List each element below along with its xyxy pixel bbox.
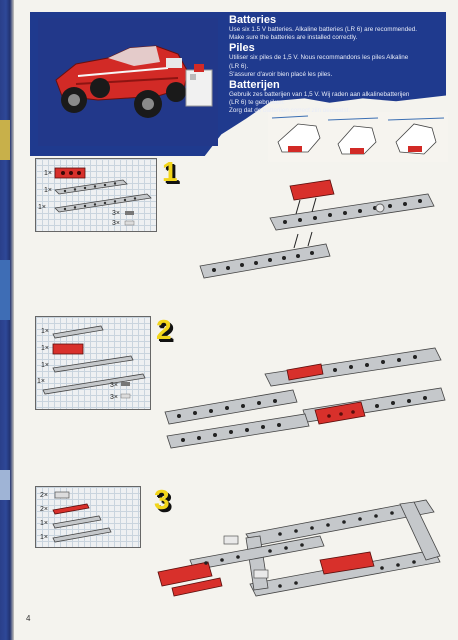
step-2-parts (42, 325, 146, 399)
spine-band (0, 120, 10, 160)
part-quantity: 1× (44, 187, 52, 194)
step-1-parts (54, 167, 152, 226)
section-line: (LR 6). (229, 62, 249, 70)
part-quantity: 2× (40, 506, 48, 513)
red-car-icon (38, 18, 218, 146)
pin-icon (124, 220, 135, 226)
battery-insertion-illustration (268, 112, 448, 162)
section-line: S'assurer d'avoir bien placé les piles. (229, 70, 333, 78)
section-line: Utiliser six piles de 1,5 V. Nous recomm… (229, 54, 409, 62)
step-3-parts-box (35, 486, 141, 548)
red-brick-icon (52, 343, 84, 355)
part-quantity: 1× (41, 328, 49, 335)
red-brick-icon (54, 167, 86, 179)
part-quantity: 3× (110, 394, 118, 401)
step-2-assembly (164, 347, 446, 449)
plate-icon (54, 491, 70, 499)
pin-icon (120, 393, 131, 399)
red-brick-icon (157, 551, 375, 597)
step-number: 1 (162, 156, 178, 187)
part-quantity: 3× (110, 382, 118, 389)
part-quantity: 1× (44, 170, 52, 177)
part-quantity: 1× (41, 345, 49, 352)
part-quantity: 1× (40, 520, 48, 527)
section-heading: Piles (229, 42, 255, 55)
battery-instructions: Batteries Use six 1.5 V batteries. Alkal… (229, 14, 444, 116)
part-quantity: 1× (37, 378, 45, 385)
section-heading: Batterijen (229, 79, 280, 92)
section-line: (LR 6) te gebruiken. (229, 99, 285, 107)
page-number: 4 (26, 614, 31, 623)
step-number: 3 (154, 484, 170, 515)
part-quantity: 3× (112, 210, 120, 217)
step-3-parts (52, 491, 112, 543)
pin-icon (125, 211, 134, 215)
pin-icon (121, 382, 130, 386)
model-car-photo (38, 18, 218, 146)
section-heading: Batteries (229, 14, 277, 26)
section-line: Use six 1.5 V batteries. Alkaline batter… (229, 26, 417, 33)
section-line: Gebruik zes batterijen van 1,5 V. Wij ra… (229, 91, 410, 99)
plate-icon (223, 535, 239, 545)
part-quantity: 3× (112, 220, 120, 227)
red-brick-icon (289, 179, 335, 201)
section-line: Make sure the batteries are installed co… (229, 34, 358, 42)
step-number: 2 (156, 314, 172, 345)
part-quantity: 1× (40, 534, 48, 541)
plate-icon (253, 569, 269, 579)
red-brick-icon (52, 503, 90, 515)
section-line: Zorg dat de batterijen correct zijn gepl… (229, 107, 351, 115)
part-quantity: 1× (38, 204, 46, 211)
part-quantity: 2× (40, 492, 48, 499)
step-3-assembly (157, 499, 441, 597)
part-quantity: 1× (41, 362, 49, 369)
spine-band (0, 260, 10, 320)
spine-band (0, 470, 10, 500)
binding-spine (0, 0, 14, 640)
step-1-assembly (199, 179, 435, 279)
